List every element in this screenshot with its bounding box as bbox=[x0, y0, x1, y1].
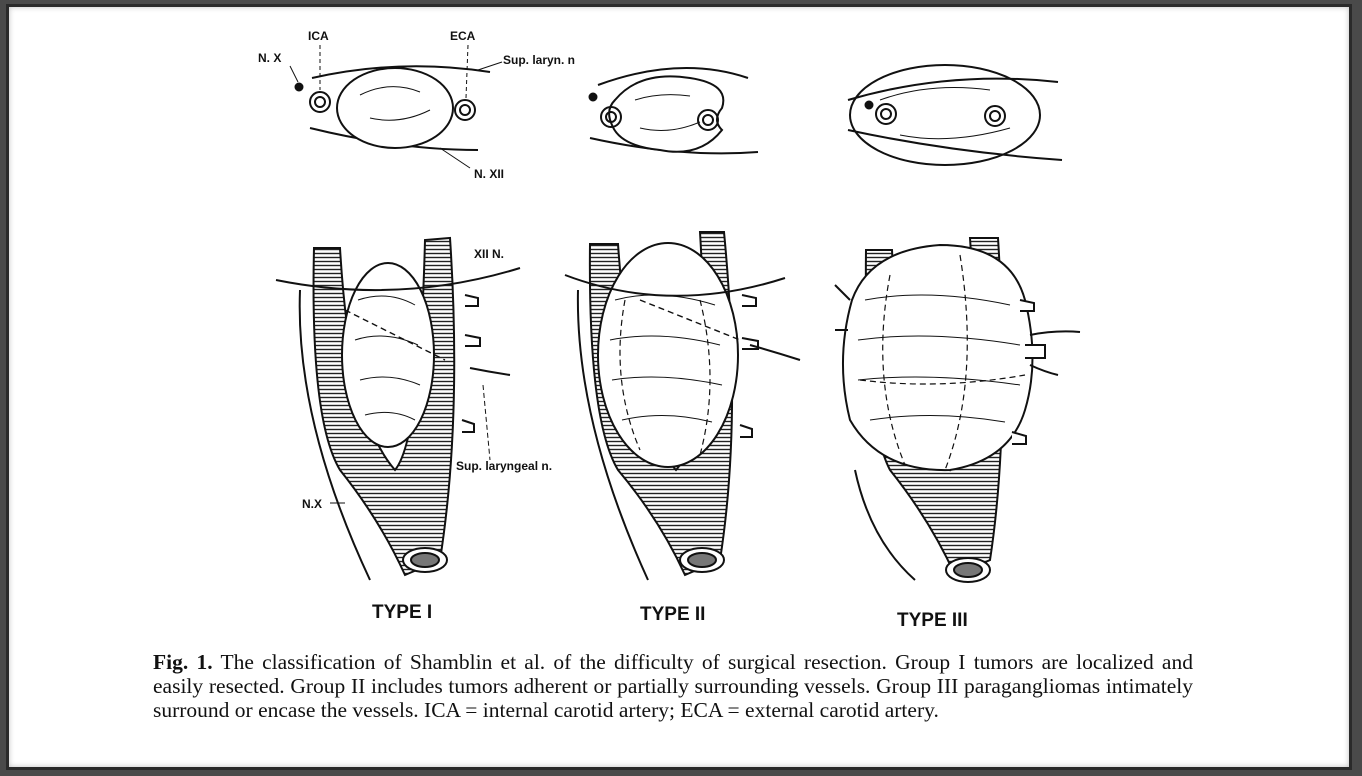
label-nx: N.X bbox=[302, 497, 322, 511]
label-n-xii: N. XII bbox=[474, 167, 504, 181]
cross-section-type-2 bbox=[590, 68, 759, 153]
label-nx-top: N. X bbox=[258, 51, 281, 65]
bifurcation-type-1 bbox=[276, 238, 520, 580]
caption-figure-label: Fig. 1. bbox=[153, 650, 213, 674]
caption-text: The classification of Shamblin et al. of… bbox=[153, 650, 1193, 722]
label-sup-laryngeal: Sup. laryngeal n. bbox=[456, 459, 552, 473]
bifurcation-type-3 bbox=[835, 238, 1080, 582]
label-eca: ECA bbox=[450, 29, 476, 43]
cross-section-type-1 bbox=[290, 45, 502, 168]
label-sup-laryn: Sup. laryn. n bbox=[503, 53, 575, 67]
label-xii-n: XII N. bbox=[474, 247, 504, 261]
label-type-3: TYPE III bbox=[897, 610, 968, 631]
cross-section-type-3 bbox=[848, 65, 1062, 165]
label-ica: ICA bbox=[308, 29, 329, 43]
bifurcation-type-2 bbox=[565, 232, 800, 580]
label-type-1: TYPE I bbox=[372, 602, 432, 623]
figure-caption: Fig. 1. The classification of Shamblin e… bbox=[153, 650, 1193, 722]
label-type-2: TYPE II bbox=[640, 604, 705, 625]
